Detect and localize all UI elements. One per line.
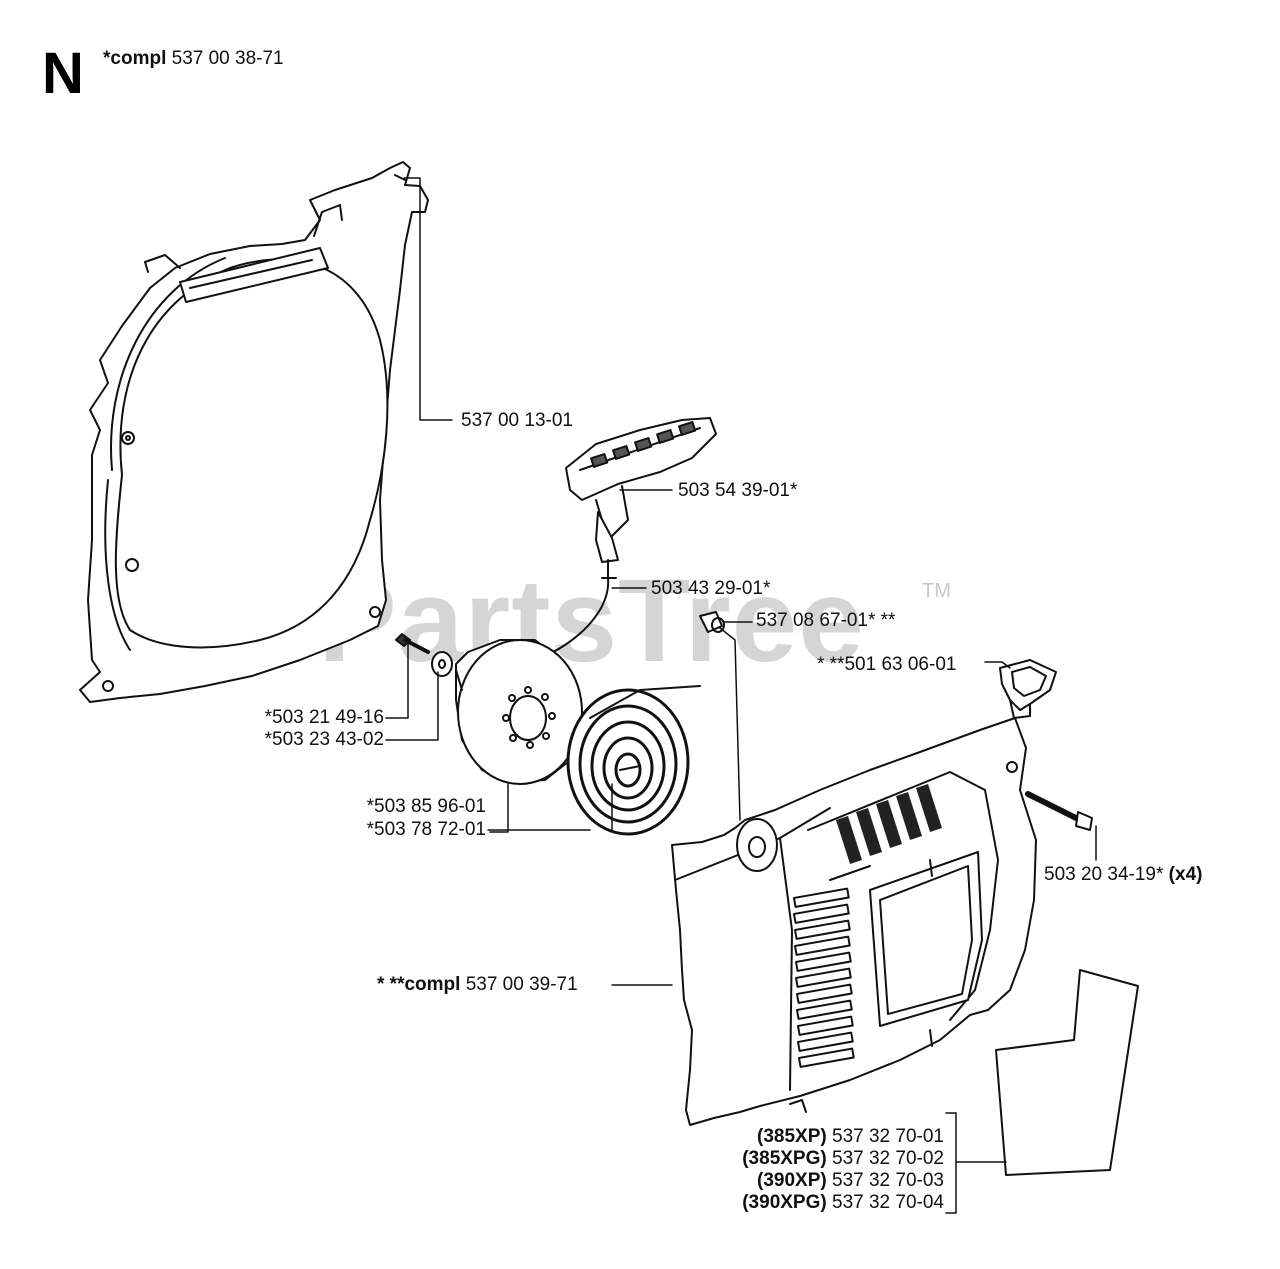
decal-variant-2[interactable]: (385XPG) 537 32 70-02 [640,1148,944,1170]
decal-variant-part: 537 32 70-03 [832,1170,944,1191]
cover-screw-quantity: (x4) [1168,864,1203,885]
decal-variant-part: 537 32 70-04 [832,1192,944,1213]
decal-variant-4[interactable]: (390XPG) 537 32 70-04 [640,1192,944,1214]
cover-screw-part[interactable] [1025,791,1093,831]
watermark-tm: TM [922,580,951,602]
cover-screw-part-number: 503 20 34-19* [1044,864,1164,885]
washer-part[interactable] [431,651,453,677]
starter-rope-label[interactable]: 503 43 29-01* [651,578,771,599]
starter-cover-part-number: 537 00 39-71 [465,974,578,995]
bushing-part[interactable] [699,611,725,633]
decal-part[interactable] [995,969,1139,1176]
assembly-title-prefix: *compl [103,48,167,69]
assembly-title: *compl 537 00 38-71 [103,48,284,70]
screw-part[interactable] [395,633,430,654]
starter-pulley-part[interactable] [455,639,583,785]
starter-handle-part[interactable] [565,417,717,563]
decal-variant-part: 537 32 70-02 [832,1148,944,1169]
recoil-spring-part[interactable] [566,685,701,836]
grommet-label[interactable]: * **501 63 06-01 [817,654,957,675]
section-letter: N [42,41,84,106]
decal-variant-1[interactable]: (385XP) 537 32 70-01 [640,1126,944,1148]
screw-label[interactable]: *503 21 49-16 [264,707,384,728]
recoil-spring-label[interactable]: *503 78 72-01 [366,819,486,840]
starter-cover-part[interactable] [671,717,1037,1126]
assembly-part-number: 537 00 38-71 [171,48,284,69]
starter-handle-label[interactable]: 503 54 39-01* [678,480,798,501]
bushing-label[interactable]: 537 08 67-01* ** [756,610,896,631]
grommet-part[interactable] [999,659,1057,719]
washer-label[interactable]: *503 23 43-02 [264,729,384,750]
pulley-label[interactable]: *503 85 96-01 [366,796,486,817]
fan-housing-label[interactable]: 537 00 13-01 [461,410,573,431]
decal-variant-model: (390XPG) [742,1192,827,1213]
starter-cover-prefix: * **compl [377,974,461,995]
decal-variant-model: (385XPG) [742,1148,827,1169]
decal-variant-3[interactable]: (390XP) 537 32 70-03 [640,1170,944,1192]
cover-screw-label[interactable]: 503 20 34-19* (x4) [1044,864,1202,886]
fan-housing-part[interactable] [79,161,429,703]
decal-variant-model: (385XP) [757,1126,827,1147]
decal-variant-model: (390XP) [757,1170,827,1191]
decal-variant-part: 537 32 70-01 [832,1126,944,1147]
starter-cover-label[interactable]: * **compl 537 00 39-71 [377,974,578,996]
